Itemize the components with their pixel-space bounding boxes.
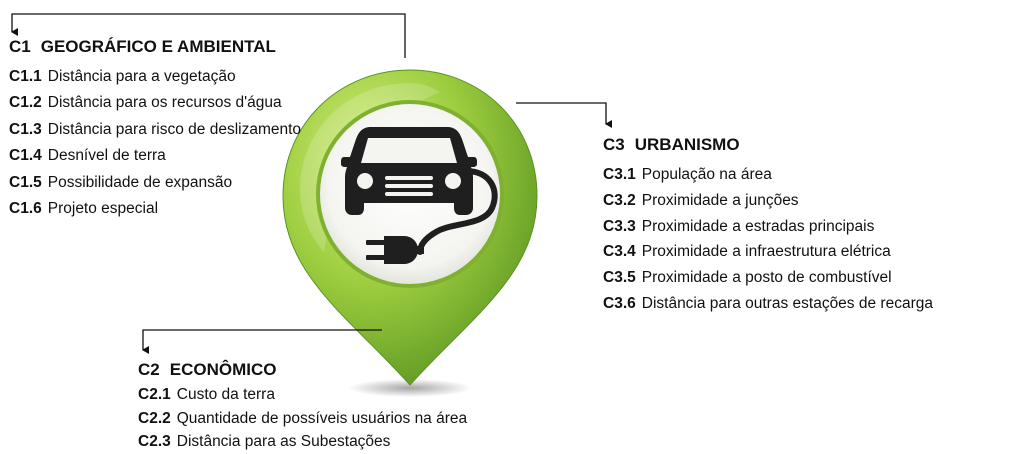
criteria-item-code: C1.1 xyxy=(9,68,42,85)
connector-c3 xyxy=(516,102,612,128)
pin-shadow xyxy=(348,379,472,397)
criteria-item: C1.1 Distância para a vegetação xyxy=(9,64,301,90)
criteria-item-code: C1.6 xyxy=(9,200,42,218)
criteria-item-code: C1.5 xyxy=(9,173,42,191)
connector-c1 xyxy=(11,13,406,58)
criteria-item-code: C3.2 xyxy=(603,191,636,209)
criteria-item-code: C1.4 xyxy=(9,147,42,165)
criteria-code: C2 xyxy=(138,360,160,379)
criteria-item: C2.2 Quantidade de possíveis usuários na … xyxy=(138,407,467,431)
criteria-item: C3.3 Proximidade a estradas principais xyxy=(603,214,933,240)
criteria-item-text: Distância para as Subestações xyxy=(176,433,391,450)
criteria-item-text: Possibilidade de expansão xyxy=(47,173,233,191)
criteria-item-code: C1.2 xyxy=(9,94,42,112)
criteria-item: C3.6 Distância para outras estações de re… xyxy=(603,291,933,317)
criteria-item-text: População na área xyxy=(641,166,772,183)
criteria-item-code: C3.3 xyxy=(603,217,636,235)
criteria-item: C3.4 Proximidade a infraestrutura elétric… xyxy=(603,239,933,265)
criteria-item: C1.4 Desnível de terra xyxy=(9,143,301,169)
criteria-heading-c1: C1 GEOGRÁFICO E AMBIENTAL xyxy=(9,36,301,58)
criteria-item-code: C2.2 xyxy=(138,409,171,427)
criteria-item: C1.6 Projeto especial xyxy=(9,196,301,222)
criteria-title: GEOGRÁFICO E AMBIENTAL xyxy=(40,37,276,56)
criteria-title: ECONÔMICO xyxy=(169,360,277,379)
criteria-item-code: C2.1 xyxy=(138,386,171,403)
criteria-item: C3.2 Proximidade a junções xyxy=(603,188,933,214)
criteria-item: C3.5 Proximidade a posto de combustível xyxy=(603,265,933,291)
criteria-item: C1.2 Distância para os recursos d'água xyxy=(9,90,301,116)
connector-lines xyxy=(11,13,612,354)
criteria-item-text: Distância para outras estações de recarg… xyxy=(641,294,933,312)
criteria-code: C1 xyxy=(9,37,31,56)
criteria-item-text: Distância para a vegetação xyxy=(47,68,236,85)
criteria-item-text: Projeto especial xyxy=(47,200,159,218)
criteria-title: URBANISMO xyxy=(634,135,740,154)
criteria-item-text: Quantidade de possíveis usuários na área xyxy=(176,409,468,427)
criteria-item-text: Custo da terra xyxy=(176,386,275,403)
connector-c2 xyxy=(142,329,382,354)
criteria-item-text: Distância para os recursos d'água xyxy=(47,94,282,112)
criteria-item-text: Proximidade a estradas principais xyxy=(641,217,875,235)
criteria-item-text: Distância para risco de deslizamento xyxy=(47,120,302,138)
criteria-code: C3 xyxy=(603,135,625,154)
criteria-item-code: C3.4 xyxy=(603,243,636,261)
criteria-item: C2.1 Custo da terra xyxy=(138,383,467,407)
map-pin xyxy=(282,69,538,386)
criteria-heading-c3: C3 URBANISMO xyxy=(603,134,933,156)
criteria-item-text: Desnível de terra xyxy=(47,147,166,165)
criteria-item: C3.1 População na área xyxy=(603,162,933,188)
criteria-item: C1.3 Distância para risco de deslizamento xyxy=(9,117,301,143)
criteria-item-code: C3.5 xyxy=(603,269,636,287)
criteria-item: C2.3 Distância para as Subestações xyxy=(138,430,467,454)
criteria-item-code: C2.3 xyxy=(138,433,171,450)
criteria-heading-c2: C2 ECONÔMICO xyxy=(138,359,467,381)
criteria-item-code: C3.1 xyxy=(603,166,636,183)
ev-charging-car-plug-icon xyxy=(341,127,498,264)
criteria-item-text: Proximidade a junções xyxy=(641,191,799,209)
criteria-item-text: Proximidade a posto de combustível xyxy=(641,269,892,287)
criteria-item-code: C1.3 xyxy=(9,120,42,138)
criteria-item: C1.5 Possibilidade de expansão xyxy=(9,170,301,196)
criteria-item-code: C3.6 xyxy=(603,294,636,312)
criteria-item-text: Proximidade a infraestrutura elétrica xyxy=(641,243,891,261)
